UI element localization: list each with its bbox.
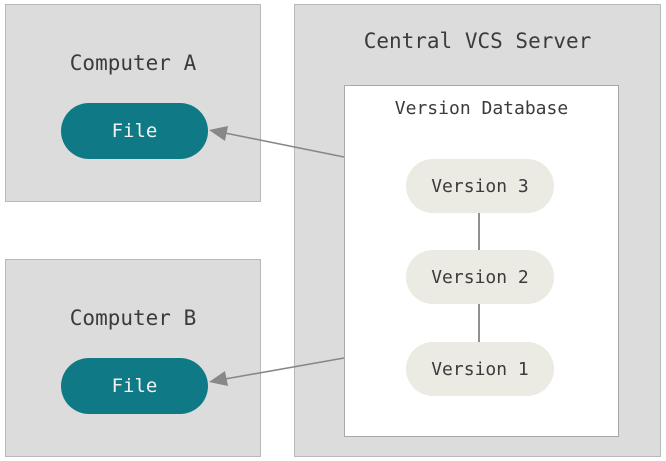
computer-b-title: Computer B (69, 306, 197, 330)
computer-b-file-node: File (61, 358, 208, 414)
computer-a-title: Computer A (69, 51, 197, 75)
version-database-title: Version Database (394, 98, 569, 119)
central-server-title: Central VCS Server (363, 29, 592, 53)
version-3-node: Version 3 (406, 159, 554, 213)
version-2-node: Version 2 (406, 250, 554, 304)
version-1-node: Version 1 (406, 342, 554, 396)
computer-a-box: Computer A (5, 4, 261, 202)
computer-a-file-node: File (61, 103, 208, 159)
